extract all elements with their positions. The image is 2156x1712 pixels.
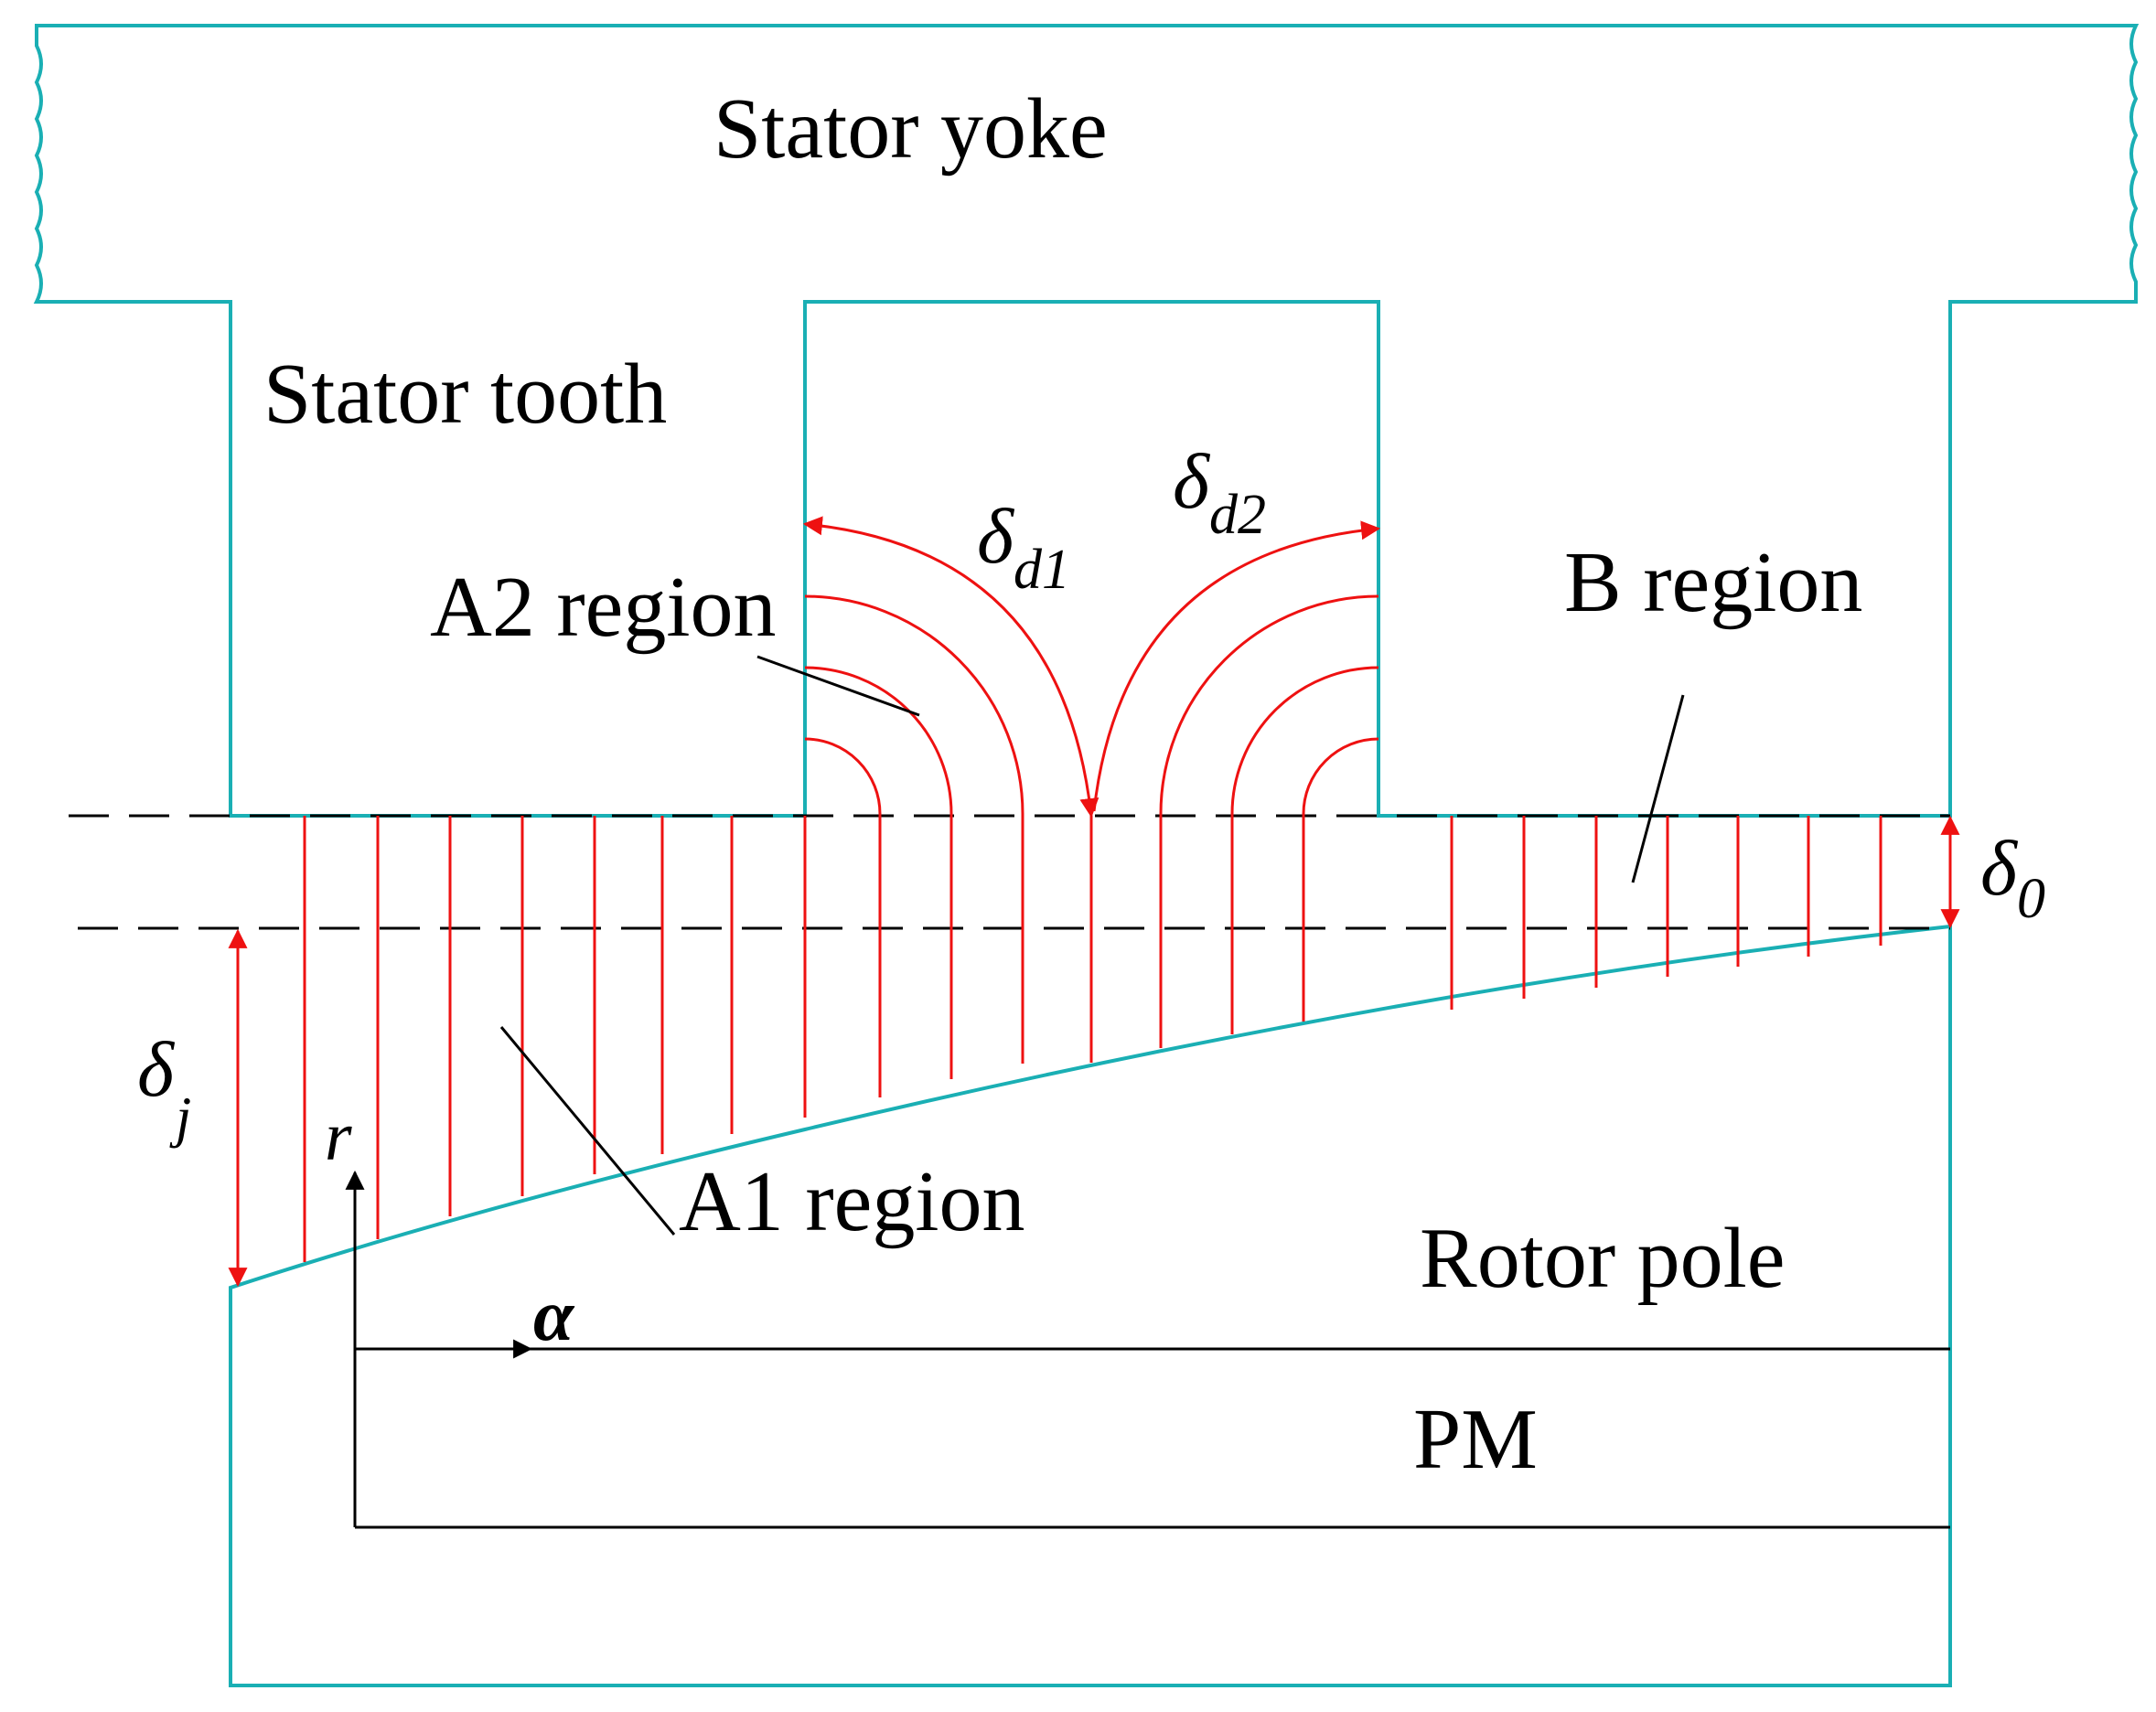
delta-j-label: δj [137,1025,191,1149]
delta-d1-label: δd1 [977,492,1070,601]
delta-0-label: δ0 [1980,824,2045,930]
a2-region-leader [756,655,920,717]
r-axis-label: r [325,1098,352,1175]
delta-d2-label: δd2 [1173,437,1266,546]
a1-region-label: A1 region [679,1154,1025,1249]
delta-d1-arrow [802,516,1099,819]
a1-region-leader [499,1026,676,1236]
rotor-pole-label: Rotor pole [1420,1211,1785,1306]
flux-lines-a1 [303,816,807,1262]
flux-lines-a2 [804,594,1024,1097]
rotor-pole-outline [229,924,1952,1687]
b-region-leader [1631,694,1685,883]
flux-lines-b [1450,816,1882,1010]
delta-d2-arrow [1092,520,1381,812]
stator-yoke-label: Stator yoke [713,81,1108,177]
b-region-label: B region [1564,535,1862,630]
a2-region-label: A2 region [430,560,777,655]
flux-lines-a2-right [1159,594,1379,1048]
stator-tooth-label: Stator tooth [263,347,667,442]
stator-outline [33,24,2140,818]
pm-label: PM [1413,1392,1538,1487]
alpha-axis-label: α [533,1276,575,1356]
